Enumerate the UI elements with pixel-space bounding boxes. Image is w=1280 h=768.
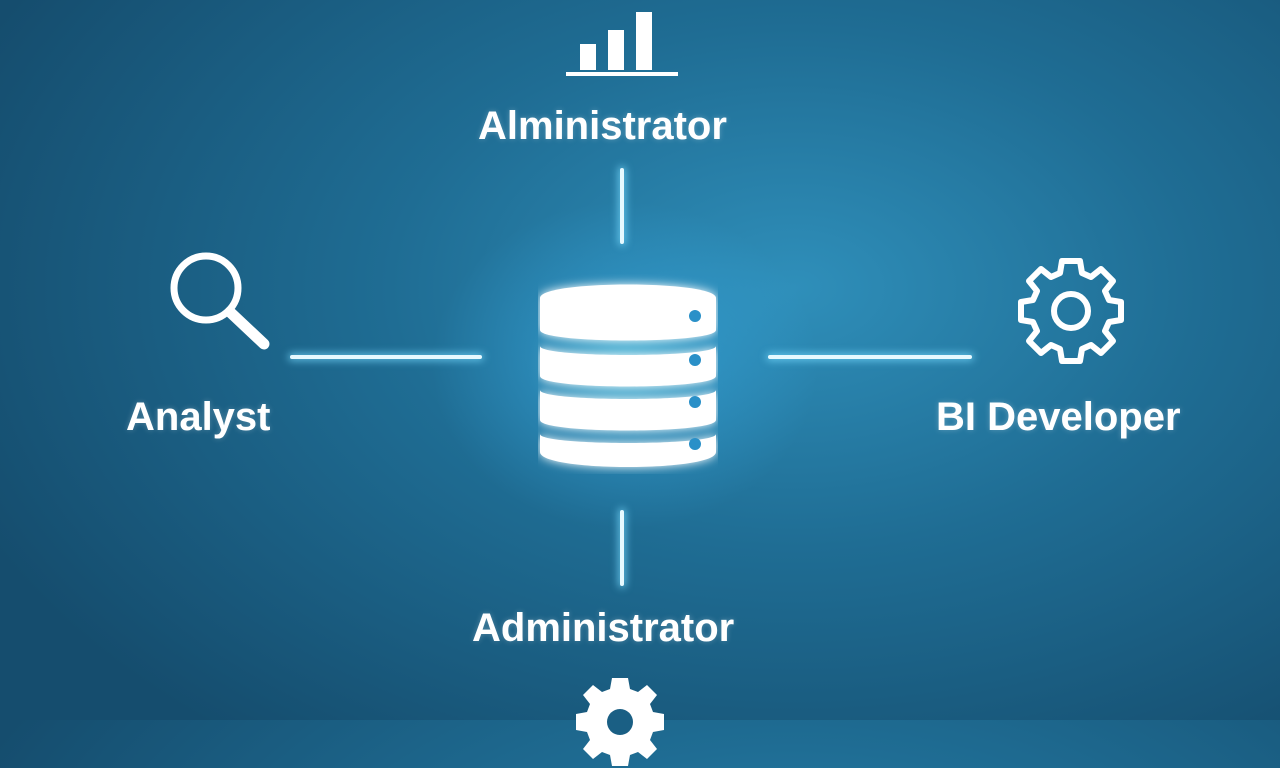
connector-bottom [620,510,624,586]
magnifier-icon [170,252,270,350]
node-label-top: Alministrator [478,104,727,148]
role-diagram: Alministrator Analyst BI Developer [126,12,1181,735]
connector-left [290,355,482,359]
node-label-left: Analyst [126,395,271,439]
connector-top [620,168,624,244]
database-icon [540,284,716,467]
bar-chart-icon [566,12,678,76]
connector-right [768,355,972,359]
node-label-bottom: Administrator [472,606,735,650]
gear-icon [1018,258,1124,364]
gear-icon [576,678,664,766]
node-label-right: BI Developer [936,395,1181,439]
